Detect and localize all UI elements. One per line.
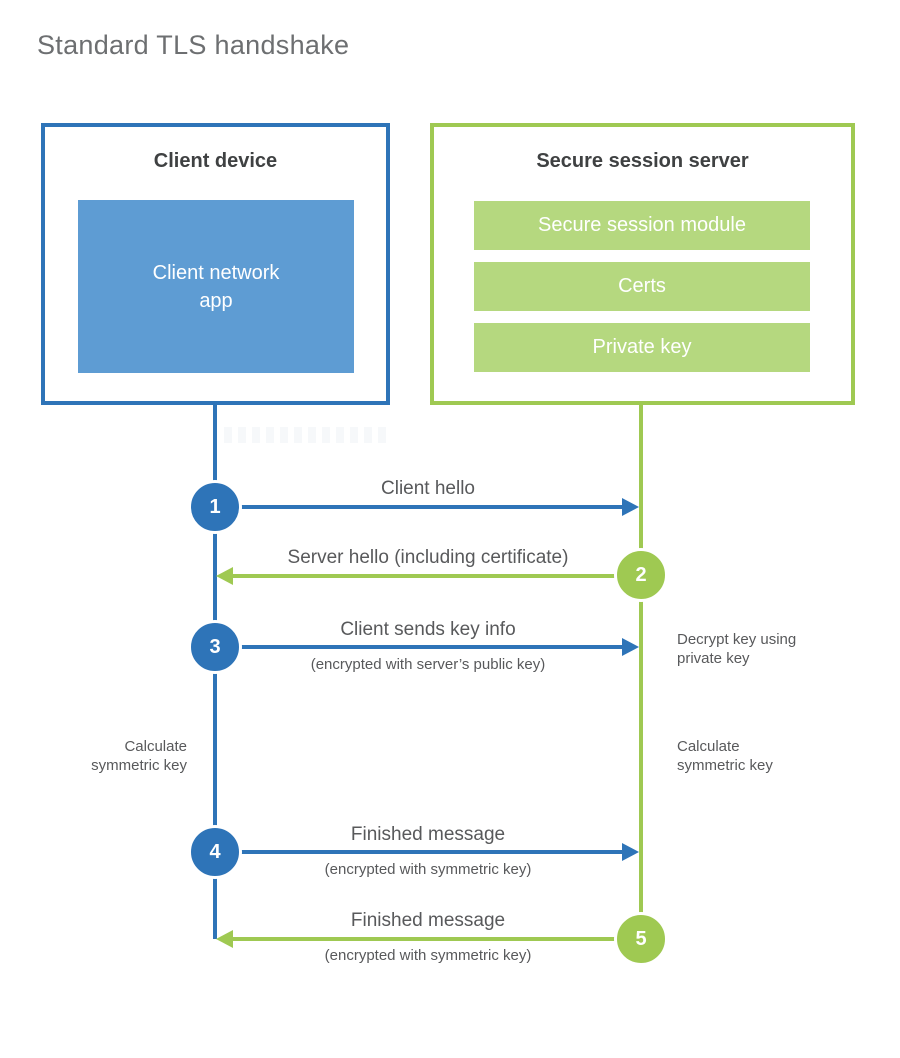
arrow-client-key-info xyxy=(215,638,639,656)
client-app-label-line2: app xyxy=(199,289,233,312)
note-decrypt-line2: private key xyxy=(677,649,750,667)
arrowhead-left-icon xyxy=(216,930,233,948)
faint-artifact-strip xyxy=(224,427,392,443)
arrow-shaft xyxy=(215,645,626,649)
arrow-finished-server xyxy=(216,930,641,948)
step-circle-4: 4 xyxy=(188,825,242,879)
step-circle-1: 1 xyxy=(188,480,242,534)
page-title: Standard TLS handshake xyxy=(37,30,350,60)
label-finished-client: Finished message xyxy=(350,824,506,845)
arrow-shaft xyxy=(229,937,641,941)
label-server-hello: Server hello (including certificate) xyxy=(287,547,569,568)
arrowhead-right-icon xyxy=(622,498,639,516)
arrow-finished-client xyxy=(215,843,639,861)
step-circle-2: 2 xyxy=(614,548,668,602)
client-app-label-line1: Client network xyxy=(152,261,280,284)
arrow-client-hello xyxy=(215,498,639,516)
step-circle-5: 5 xyxy=(614,912,668,966)
arrow-shaft xyxy=(215,850,626,854)
arrow-server-hello xyxy=(216,567,641,585)
note-calc-right-line2: symmetric key xyxy=(677,756,773,774)
label-finished-server: Finished message xyxy=(350,910,506,931)
server-lifeline xyxy=(639,405,643,963)
arrowhead-left-icon xyxy=(216,567,233,585)
server-module-certs: Certs xyxy=(474,262,810,311)
note-decrypt-line1: Decrypt key using xyxy=(677,631,797,648)
note-calc-left-line1: Calculate xyxy=(124,738,187,755)
note-decrypt-key: Decrypt key using private key xyxy=(677,631,796,669)
sublabel-encrypted-symmetric-key-server: (encrypted with symmetric key) xyxy=(324,947,532,964)
step-circle-3: 3 xyxy=(188,620,242,674)
note-calculate-symmetric-key-client: Calculate symmetric key xyxy=(37,738,187,776)
note-calc-left-line2: symmetric key xyxy=(91,756,187,774)
arrow-shaft xyxy=(215,505,626,509)
sublabel-encrypted-public-key: (encrypted with server’s public key) xyxy=(310,656,546,673)
label-client-key-info: Client sends key info xyxy=(340,619,516,640)
sublabel-encrypted-symmetric-key-client: (encrypted with symmetric key) xyxy=(324,861,532,878)
secure-session-server-title: Secure session server xyxy=(536,150,749,172)
note-calculate-symmetric-key-server: Calculate symmetric key xyxy=(677,738,773,776)
arrow-shaft xyxy=(229,574,641,578)
arrowhead-right-icon xyxy=(622,843,639,861)
label-client-hello: Client hello xyxy=(381,478,475,499)
server-module-secure-session: Secure session module xyxy=(474,201,810,250)
arrowhead-right-icon xyxy=(622,638,639,656)
note-calc-right-line1: Calculate xyxy=(677,738,740,755)
client-network-app-block: Client network app xyxy=(78,200,354,373)
client-device-title: Client device xyxy=(153,150,278,172)
server-module-private-key: Private key xyxy=(474,323,810,372)
